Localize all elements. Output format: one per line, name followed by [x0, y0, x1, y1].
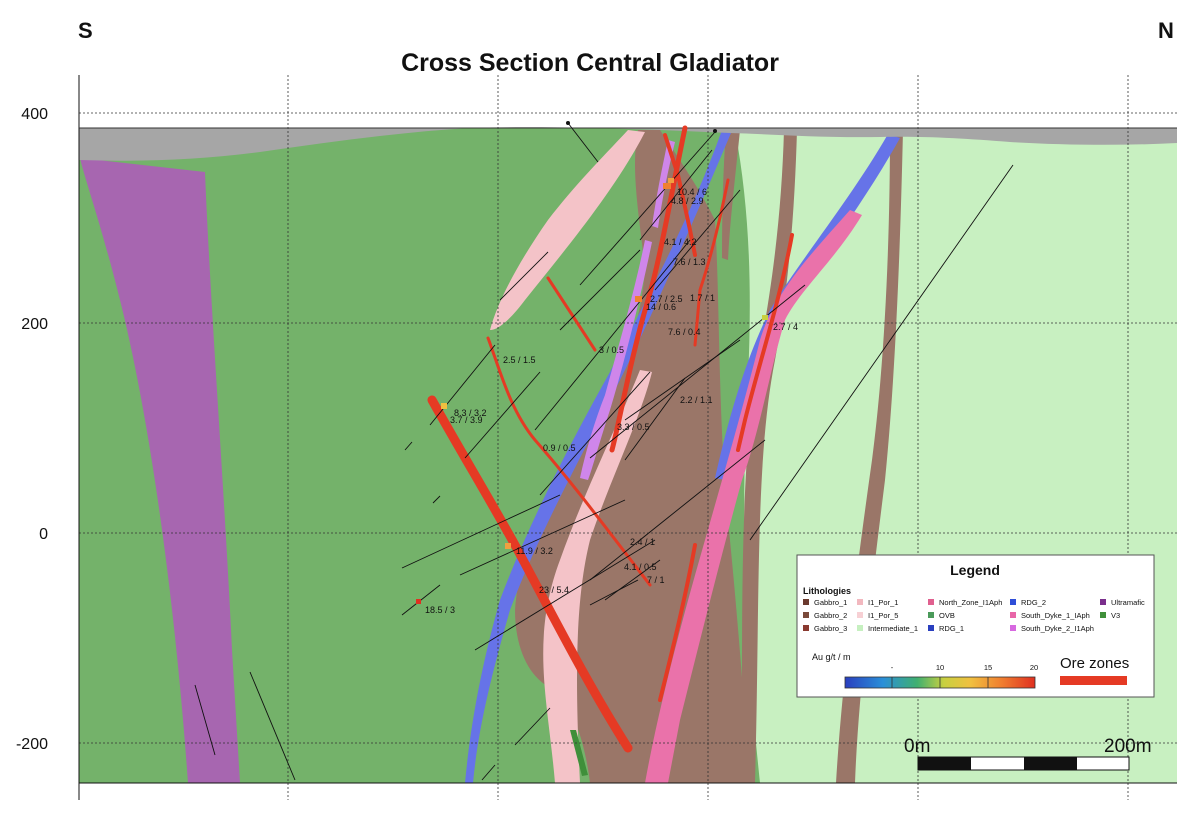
- legend-item-label: North_Zone_I1Aph: [939, 598, 1002, 607]
- intercept-label: 1.7 / 1: [690, 293, 715, 303]
- gabbro-sliver: [722, 130, 740, 260]
- legend-swatch: [928, 599, 934, 605]
- north-label: N: [1158, 18, 1174, 43]
- y-tick-label: 0: [39, 526, 48, 543]
- intercept-label: 10.4 / 6: [677, 187, 707, 197]
- intercept-label: 4.1 / 0.5: [624, 562, 657, 572]
- intercept-label: 2.4 / 1: [630, 537, 655, 547]
- legend-item-label: RDG_1: [939, 624, 964, 633]
- intercept-label: 7 / 1: [647, 575, 665, 585]
- intercept-label: 3 / 0.5: [599, 345, 624, 355]
- legend-swatch: [1100, 599, 1106, 605]
- y-tick-label: -200: [16, 736, 48, 753]
- legend-swatch: [1010, 625, 1016, 631]
- lithologies-heading: Lithologies: [803, 586, 851, 596]
- legend-item-label: Gabbro_1: [814, 598, 847, 607]
- legend-item-label: Gabbro_3: [814, 624, 847, 633]
- legend-item-label: I1_Por_1: [868, 598, 898, 607]
- legend-box: Legend Lithologies Gabbro_1 Gabbro_2 Gab…: [796, 554, 1155, 698]
- intercept-label: 3.7 / 3.9: [450, 415, 483, 425]
- legend-swatch: [803, 599, 809, 605]
- v3-sliver: [570, 730, 588, 776]
- collar-marker: [713, 129, 717, 133]
- ore-zones-swatch: [1060, 676, 1127, 685]
- intercept-label: 4.1 / 4.2: [664, 237, 697, 247]
- ultramafic-unit: [80, 158, 240, 783]
- colorbar-tick-label: 10: [936, 663, 944, 672]
- violet-dyke: [580, 240, 652, 480]
- porphyry-upper: [490, 130, 645, 330]
- pink-dyke: [645, 210, 862, 783]
- legend-item-label: Intermediate_1: [868, 624, 918, 633]
- legend-item-label: I1_Por_5: [868, 611, 898, 620]
- legend-swatch: [803, 625, 809, 631]
- intercept-label: 3.3 / 0.5: [617, 422, 650, 432]
- legend-swatch: [857, 599, 863, 605]
- legend-swatch: [928, 612, 934, 618]
- intercept-labels: 10.4 / 6 4.8 / 2.9 4.1 / 4.2 7.6 / 1.3 2…: [425, 187, 798, 615]
- legend-item-label: South_Dyke_2_I1Aph: [1021, 624, 1094, 633]
- legend-swatch: [1010, 599, 1016, 605]
- legend-item-label: V3: [1111, 611, 1120, 620]
- intercept-label: 2.5 / 1.5: [503, 355, 536, 365]
- scale-end-label: 200m: [1104, 736, 1152, 757]
- intercept-label: 2.7 / 4: [773, 322, 798, 332]
- intercept-label: 2.7 / 2.5: [650, 294, 683, 304]
- legend-swatch: [857, 612, 863, 618]
- y-tick-label: 200: [21, 316, 48, 333]
- intercept-label: 2.2 / 1.1: [680, 395, 713, 405]
- legend-swatch: [928, 625, 934, 631]
- legend-title: Legend: [950, 562, 1000, 578]
- figure-title: Cross Section Central Gladiator: [401, 49, 779, 77]
- ore-zones-label: Ore zones: [1060, 655, 1129, 672]
- porphyry-lower: [543, 370, 652, 783]
- intercept-label: 11.9 / 3.2: [516, 546, 553, 556]
- intercept-label: 8.3 / 3.2: [454, 408, 487, 418]
- legend-swatch: [1100, 612, 1106, 618]
- legend-item-label: Ultramafic: [1111, 598, 1145, 607]
- legend-swatch: [1010, 612, 1016, 618]
- drill-holes: [194, 122, 1014, 781]
- colorbar-label: Au g/t / m: [812, 652, 851, 662]
- scale-start-label: 0m: [904, 736, 930, 757]
- y-tick-label: 400: [21, 106, 48, 123]
- legend-swatch: [857, 625, 863, 631]
- intercept-label: 18.5 / 3: [425, 605, 455, 615]
- intercept-label: 0.9 / 0.5: [543, 443, 576, 453]
- colorbar-tick-label: 15: [984, 663, 992, 672]
- legend-item-label: Gabbro_2: [814, 611, 847, 620]
- legend-swatch: [803, 612, 809, 618]
- collar-marker: [566, 121, 570, 125]
- scale-bar: 0m 200m: [904, 736, 1152, 771]
- overburden: [79, 127, 1177, 161]
- intercept-label: 23 / 5.4: [539, 585, 569, 595]
- legend-item-label: OVB: [939, 611, 955, 620]
- intercept-label: 4.8 / 2.9: [671, 196, 704, 206]
- intercept-label: 14 / 0.6: [646, 302, 676, 312]
- intercept-label: 7.6 / 0.4: [668, 327, 701, 337]
- legend-item-label: RDG_2: [1021, 598, 1046, 607]
- south-label: S: [78, 18, 93, 43]
- ore-zones: [427, 125, 794, 753]
- colorbar-tick-label: -: [891, 663, 894, 672]
- intercept-label: 7.6 / 1.3: [673, 257, 706, 267]
- colorbar-tick-label: 20: [1030, 663, 1038, 672]
- legend-item-label: South_Dyke_1_IAph: [1021, 611, 1090, 620]
- intercept-markers: [416, 178, 768, 604]
